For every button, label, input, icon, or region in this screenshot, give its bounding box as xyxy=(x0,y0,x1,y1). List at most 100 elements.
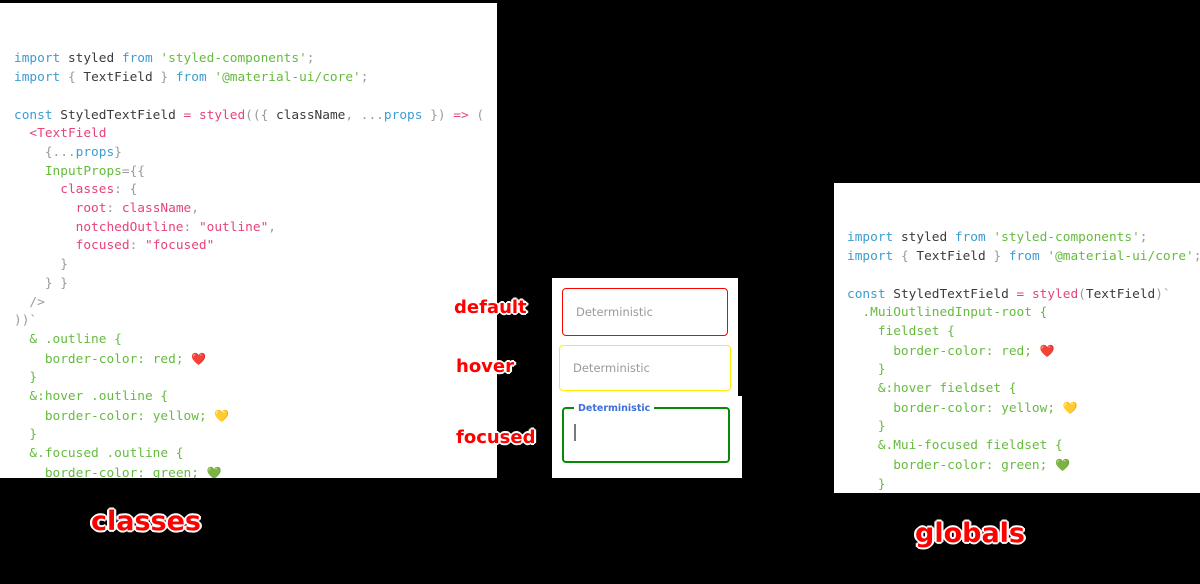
code-line: import { TextField } from '@material-ui/… xyxy=(14,69,491,88)
code-lines-globals: import styled from 'styled-components';i… xyxy=(847,229,1200,493)
code-line: import styled from 'styled-components'; xyxy=(14,50,491,69)
code-token: from xyxy=(175,70,215,86)
code-token: props xyxy=(75,144,115,160)
code-token: import xyxy=(847,230,901,246)
code-token xyxy=(14,220,76,235)
code-token: focused xyxy=(75,238,130,254)
code-line: &.focused .outline { xyxy=(14,445,491,464)
code-line: notchedOutline: "outline", xyxy=(14,219,491,238)
textfield-focused[interactable]: Deterministic xyxy=(562,402,730,463)
code-line: } } xyxy=(14,275,491,294)
code-token: TextField xyxy=(916,249,986,265)
code-token: border-color xyxy=(14,351,138,367)
code-token: ; xyxy=(1039,457,1056,473)
code-token xyxy=(14,164,45,179)
code-line: border-color: yellow; 💛 xyxy=(847,399,1194,419)
code-panel-classes: import styled from 'styled-components';i… xyxy=(0,3,497,478)
code-line: focused: "focused" xyxy=(14,237,491,256)
code-line: /> xyxy=(14,294,491,313)
code-token: } xyxy=(847,362,886,378)
code-token: } xyxy=(14,427,38,443)
code-line: } xyxy=(14,369,491,388)
code-token: : xyxy=(183,219,199,235)
code-token: : xyxy=(137,351,153,367)
code-token: from xyxy=(121,51,161,67)
textfield-focused-label: Deterministic xyxy=(578,402,651,414)
code-line: fieldset { xyxy=(847,323,1194,342)
code-token: {... xyxy=(14,144,76,160)
code-line: .MuiOutlinedInput-root { xyxy=(847,304,1194,323)
code-token: border-color xyxy=(847,400,986,416)
code-token: ... xyxy=(360,107,384,123)
code-token: import xyxy=(14,51,68,67)
code-token: : xyxy=(985,457,1002,473)
code-line: &.Mui-focused fieldset { xyxy=(847,437,1194,456)
code-token: ❤️ xyxy=(1039,343,1055,358)
code-lines-classes: import styled from 'styled-components';i… xyxy=(14,50,491,478)
code-token xyxy=(14,201,76,216)
code-token: 💛 xyxy=(1062,400,1078,415)
code-token: } xyxy=(847,419,886,435)
code-line: const StyledTextField = styled(({ classN… xyxy=(14,107,491,126)
code-token: props xyxy=(383,107,423,123)
textfield-default[interactable]: Deterministic xyxy=(562,288,728,336)
code-token: } xyxy=(114,144,122,160)
code-line: classes: { xyxy=(14,181,491,200)
code-line: &:hover fieldset { xyxy=(847,380,1194,399)
annotation-hover: hover xyxy=(456,356,514,377)
code-line: {...props} xyxy=(14,144,491,163)
annotation-focused: focused xyxy=(456,427,536,448)
code-token: ; xyxy=(360,70,369,86)
code-line: } xyxy=(847,361,1194,380)
code-line: border-color: green; 💚 xyxy=(14,464,491,478)
code-token: InputProps xyxy=(44,163,122,179)
code-token: ❤️ xyxy=(191,351,207,366)
code-token: /> xyxy=(14,294,45,310)
code-token: &.Mui-focused fieldset { xyxy=(847,438,1063,454)
textfield-hover[interactable]: Deterministic xyxy=(559,345,731,391)
code-token: border-color xyxy=(14,408,138,424)
code-token: TextField xyxy=(1085,286,1156,302)
code-token: import xyxy=(14,70,68,86)
code-token: from xyxy=(1008,249,1048,265)
code-token: ; xyxy=(306,51,315,67)
code-token: className xyxy=(276,107,346,123)
code-token: { xyxy=(67,70,84,86)
code-token: 'styled-components' xyxy=(160,51,307,67)
code-line: root: className, xyxy=(14,200,491,219)
text-cursor-caret xyxy=(574,424,576,441)
code-token: } xyxy=(14,257,68,273)
code-token: yellow xyxy=(1001,400,1048,416)
code-token: styled xyxy=(198,107,246,123)
code-token: = xyxy=(183,107,199,123)
code-line: } xyxy=(847,476,1194,493)
code-panel-globals: import styled from 'styled-components';i… xyxy=(834,183,1200,493)
code-token: classes xyxy=(60,182,115,198)
code-line: border-color: red; ❤️ xyxy=(14,350,491,370)
code-token: ; xyxy=(1047,400,1063,416)
code-line: const StyledTextField = styled(TextField… xyxy=(847,286,1194,305)
code-token: : xyxy=(106,201,122,217)
code-token: green xyxy=(1001,457,1040,473)
code-token: => xyxy=(445,107,469,123)
code-line xyxy=(14,88,491,107)
code-line: import { TextField } from '@material-ui/… xyxy=(847,248,1200,267)
code-token: ; xyxy=(175,351,192,367)
code-token: styled xyxy=(900,230,955,246)
code-token: const xyxy=(14,107,61,123)
code-token: } xyxy=(985,249,1009,265)
code-token: import xyxy=(847,249,901,265)
code-line: border-color: green; 💚 xyxy=(847,456,1194,476)
code-token: red xyxy=(1001,343,1025,359)
code-line: &:hover .outline { xyxy=(14,388,491,407)
code-token: '@material-ui/core' xyxy=(1047,249,1194,265)
code-token: ; xyxy=(1194,249,1200,264)
code-token: const xyxy=(847,286,894,302)
code-token: notchedOutline xyxy=(75,219,184,235)
code-token: from xyxy=(954,230,994,246)
code-line xyxy=(847,267,1194,286)
textfield-hover-placeholder: Deterministic xyxy=(573,361,650,375)
code-token: } xyxy=(14,370,38,386)
code-token: { xyxy=(260,107,277,123)
code-token: ={{ xyxy=(121,163,145,179)
